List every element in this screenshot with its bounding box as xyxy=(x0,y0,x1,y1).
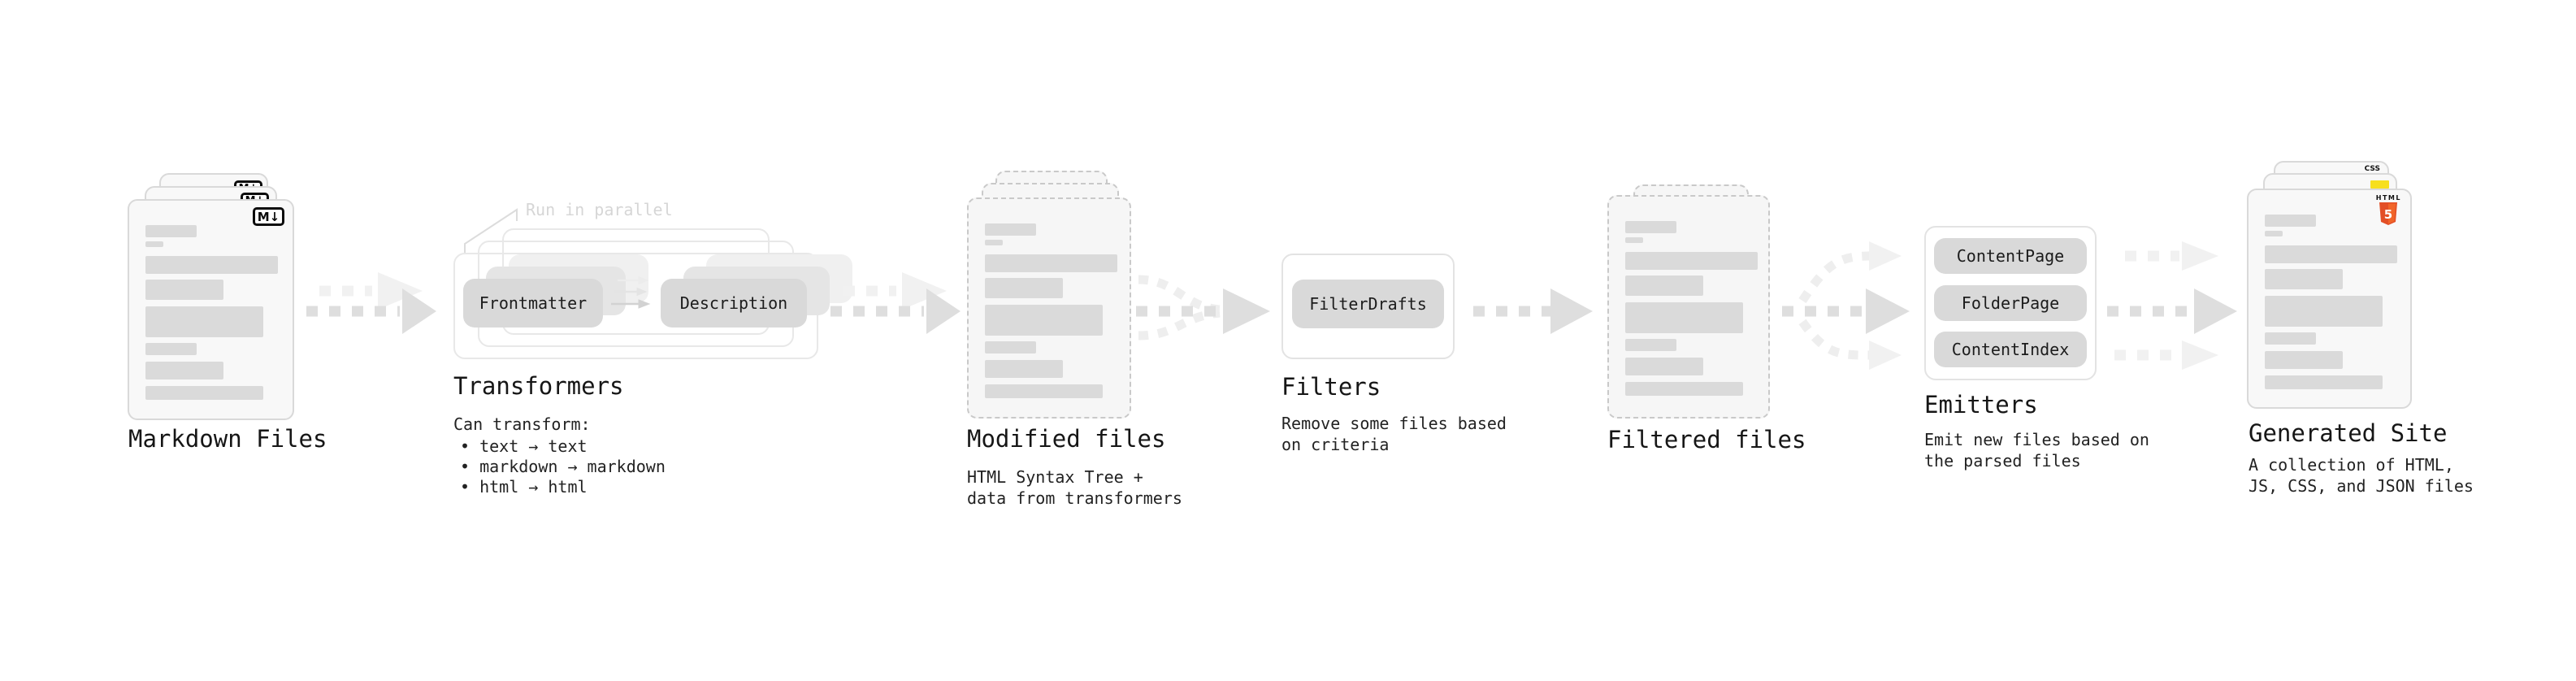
text-line-placeholder xyxy=(985,240,1003,245)
text-line-placeholder xyxy=(985,254,1117,272)
html5-shield: 5 xyxy=(2379,202,2398,225)
flow-arrow-2 xyxy=(830,272,961,334)
filterdrafts-node: FilterDrafts xyxy=(1292,280,1444,328)
text-line-placeholder xyxy=(985,305,1103,336)
markdown-file-card: M↓ xyxy=(128,199,294,420)
text-line-placeholder xyxy=(145,241,163,247)
flow-arrow-1 xyxy=(306,272,436,334)
text-line-placeholder xyxy=(2265,231,2283,236)
emitters-description: Emit new files based on the parsed files xyxy=(1924,430,2149,471)
text-line-placeholder xyxy=(1625,237,1643,243)
text-line-placeholder xyxy=(145,306,263,337)
js-icon xyxy=(2370,180,2389,189)
parallel-run-arrows xyxy=(611,275,651,309)
text-line-placeholder xyxy=(2265,215,2316,227)
transformers-subtitle: Can transform: xyxy=(453,414,591,434)
folderpage-node: FolderPage xyxy=(1934,285,2087,321)
text-line-placeholder xyxy=(1625,221,1676,233)
markdown-icon: M↓ xyxy=(253,207,284,226)
filters-description: Remove some files based on criteria xyxy=(1281,414,1507,454)
text-line-placeholder xyxy=(1625,252,1758,270)
generated-site-title: Generated Site xyxy=(2249,419,2448,447)
text-line-placeholder xyxy=(2265,245,2397,263)
text-line-placeholder xyxy=(2265,375,2383,389)
frontmatter-node: Frontmatter xyxy=(463,279,603,327)
document-content-placeholder xyxy=(2249,190,2410,407)
annotation-callout-line xyxy=(464,208,518,253)
text-line-placeholder xyxy=(2265,269,2343,289)
run-in-parallel-note: Run in parallel xyxy=(526,200,673,219)
text-line-placeholder xyxy=(145,362,223,380)
flow-arrow-5-split xyxy=(1782,241,1910,370)
text-line-placeholder xyxy=(985,360,1063,378)
generated-site-description: A collection of HTML, JS, CSS, and JSON … xyxy=(2249,455,2474,496)
text-line-placeholder xyxy=(2265,332,2316,345)
text-line-placeholder xyxy=(1625,275,1703,296)
flow-arrow-6-parallel xyxy=(2107,241,2237,370)
document-content-placeholder xyxy=(969,199,1130,417)
text-line-placeholder xyxy=(145,256,278,274)
html5-icon-label: HTML xyxy=(2375,194,2401,202)
emitters-title: Emitters xyxy=(1924,391,2038,419)
text-line-placeholder xyxy=(1625,382,1743,396)
contentpage-node: ContentPage xyxy=(1934,238,2087,274)
list-item: • html → html xyxy=(460,477,588,497)
text-line-placeholder xyxy=(985,384,1103,398)
modified-file-card xyxy=(967,197,1131,419)
transformers-capability-list: • text → text • markdown → markdown • ht… xyxy=(460,436,666,497)
text-line-placeholder xyxy=(1625,358,1703,375)
filters-title: Filters xyxy=(1281,373,1381,401)
text-line-placeholder xyxy=(985,223,1036,236)
document-content-placeholder xyxy=(129,201,293,419)
modified-files-title: Modified files xyxy=(967,425,1166,453)
text-line-placeholder xyxy=(2265,351,2343,369)
filtered-file-card xyxy=(1607,195,1770,419)
text-line-placeholder xyxy=(2265,296,2383,327)
filtered-files-title: Filtered files xyxy=(1607,426,1806,453)
html5-icon: HTML 5 xyxy=(2376,194,2401,225)
contentindex-node: ContentIndex xyxy=(1934,332,2087,367)
text-line-placeholder xyxy=(145,386,263,400)
text-line-placeholder xyxy=(985,341,1036,354)
generated-file-card: HTML 5 xyxy=(2247,189,2412,409)
text-line-placeholder xyxy=(1625,339,1676,351)
css-icon-label: CSS xyxy=(2364,165,2380,173)
text-line-placeholder xyxy=(1625,302,1743,333)
text-line-placeholder xyxy=(145,343,197,355)
flow-arrow-3-merge xyxy=(1136,275,1270,340)
text-line-placeholder xyxy=(145,225,197,237)
svg-text:5: 5 xyxy=(2384,207,2392,222)
flow-arrow-4 xyxy=(1473,288,1593,334)
text-line-placeholder xyxy=(145,280,223,300)
markdown-files-title: Markdown Files xyxy=(128,425,327,453)
transformers-title: Transformers xyxy=(453,372,624,400)
text-line-placeholder xyxy=(985,278,1063,298)
description-node: Description xyxy=(661,279,807,327)
list-item: • text → text xyxy=(460,436,588,456)
list-item: • markdown → markdown xyxy=(460,457,666,476)
modified-files-description: HTML Syntax Tree + data from transformer… xyxy=(967,467,1182,508)
document-content-placeholder xyxy=(1609,197,1768,417)
